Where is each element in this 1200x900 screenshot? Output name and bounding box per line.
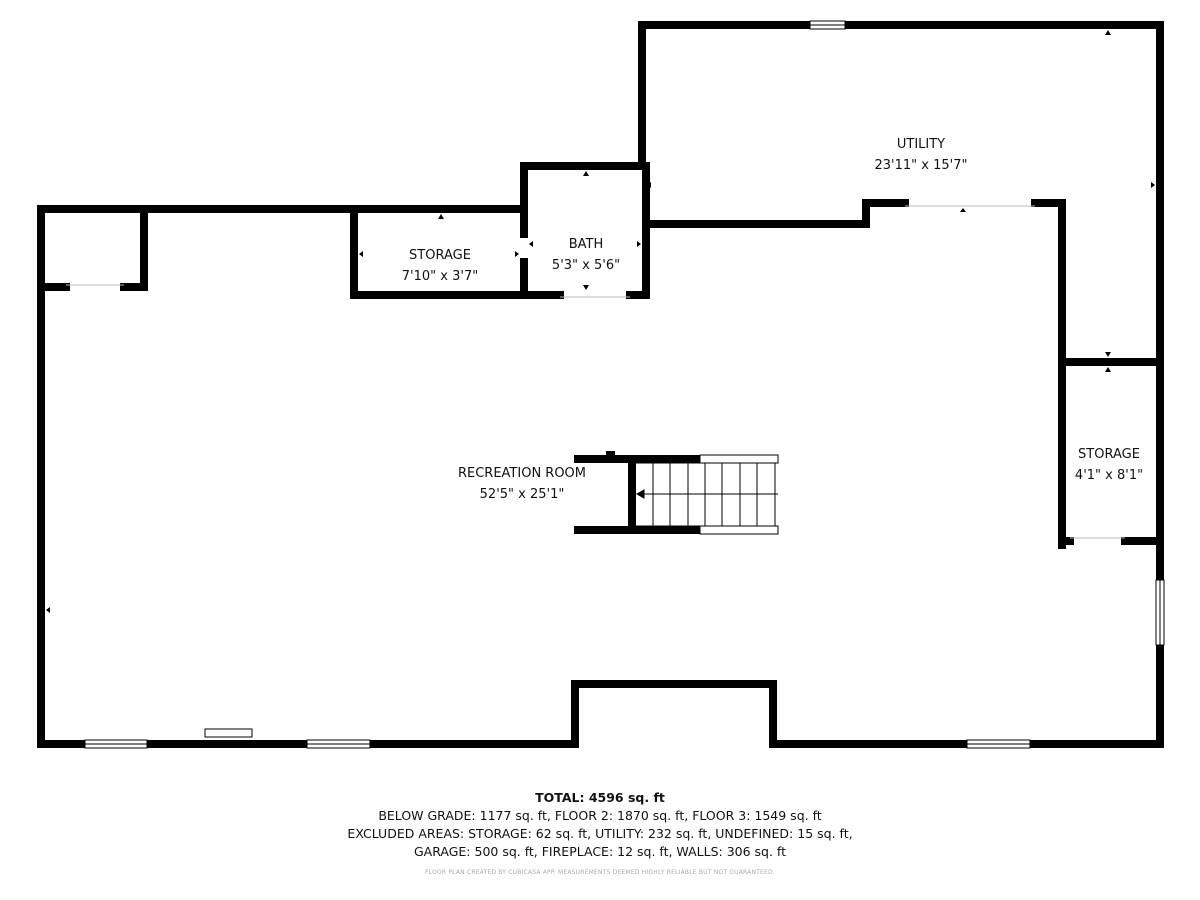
room-name: UTILITY: [896, 137, 946, 152]
room-label-storage-1: STORAGE 7'10" x 3'7": [402, 245, 478, 287]
room-size: 23'11" x 15'7": [874, 158, 968, 173]
room-name: STORAGE: [409, 248, 471, 263]
area-summary: TOTAL: 4596 sq. ft BELOW GRADE: 1177 sq.…: [0, 789, 1200, 861]
room-label-recreation-room: RECREATION ROOM 52'5" x 25'1": [458, 463, 586, 505]
room-size: 7'10" x 3'7": [401, 269, 479, 284]
room-label-storage-2: STORAGE 4'1" x 8'1": [1075, 444, 1143, 486]
room-name: RECREATION ROOM: [457, 466, 587, 481]
room-size: 4'1" x 8'1": [1074, 468, 1144, 483]
room-size: 52'5" x 25'1": [479, 487, 565, 502]
summary-line: EXCLUDED AREAS: STORAGE: 62 sq. ft, UTIL…: [347, 826, 853, 841]
wall-stub: [606, 451, 615, 457]
dimension-markers: [46, 30, 1155, 613]
doorways: [66, 205, 1125, 539]
room-name: STORAGE: [1078, 447, 1140, 462]
stair-direction-arrow-icon: [635, 489, 645, 499]
room-size: 5'3" x 5'6": [551, 258, 621, 273]
summary-line: BELOW GRADE: 1177 sq. ft, FLOOR 2: 1870 …: [378, 808, 822, 823]
room-label-bath: BATH 5'3" x 5'6": [552, 234, 620, 276]
room-label-utility: UTILITY 23'11" x 15'7": [875, 134, 968, 176]
credit-note: FLOOR PLAN CREATED BY CUBICASA APP. MEAS…: [425, 869, 775, 876]
room-name: BATH: [568, 237, 604, 252]
windows: [84, 20, 1165, 749]
walls: [37, 21, 1164, 748]
staircase: [635, 454, 779, 535]
fireplace: [204, 728, 253, 738]
total-area: TOTAL: 4596 sq. ft: [535, 790, 665, 805]
summary-line: GARAGE: 500 sq. ft, FIREPLACE: 12 sq. ft…: [413, 844, 787, 859]
